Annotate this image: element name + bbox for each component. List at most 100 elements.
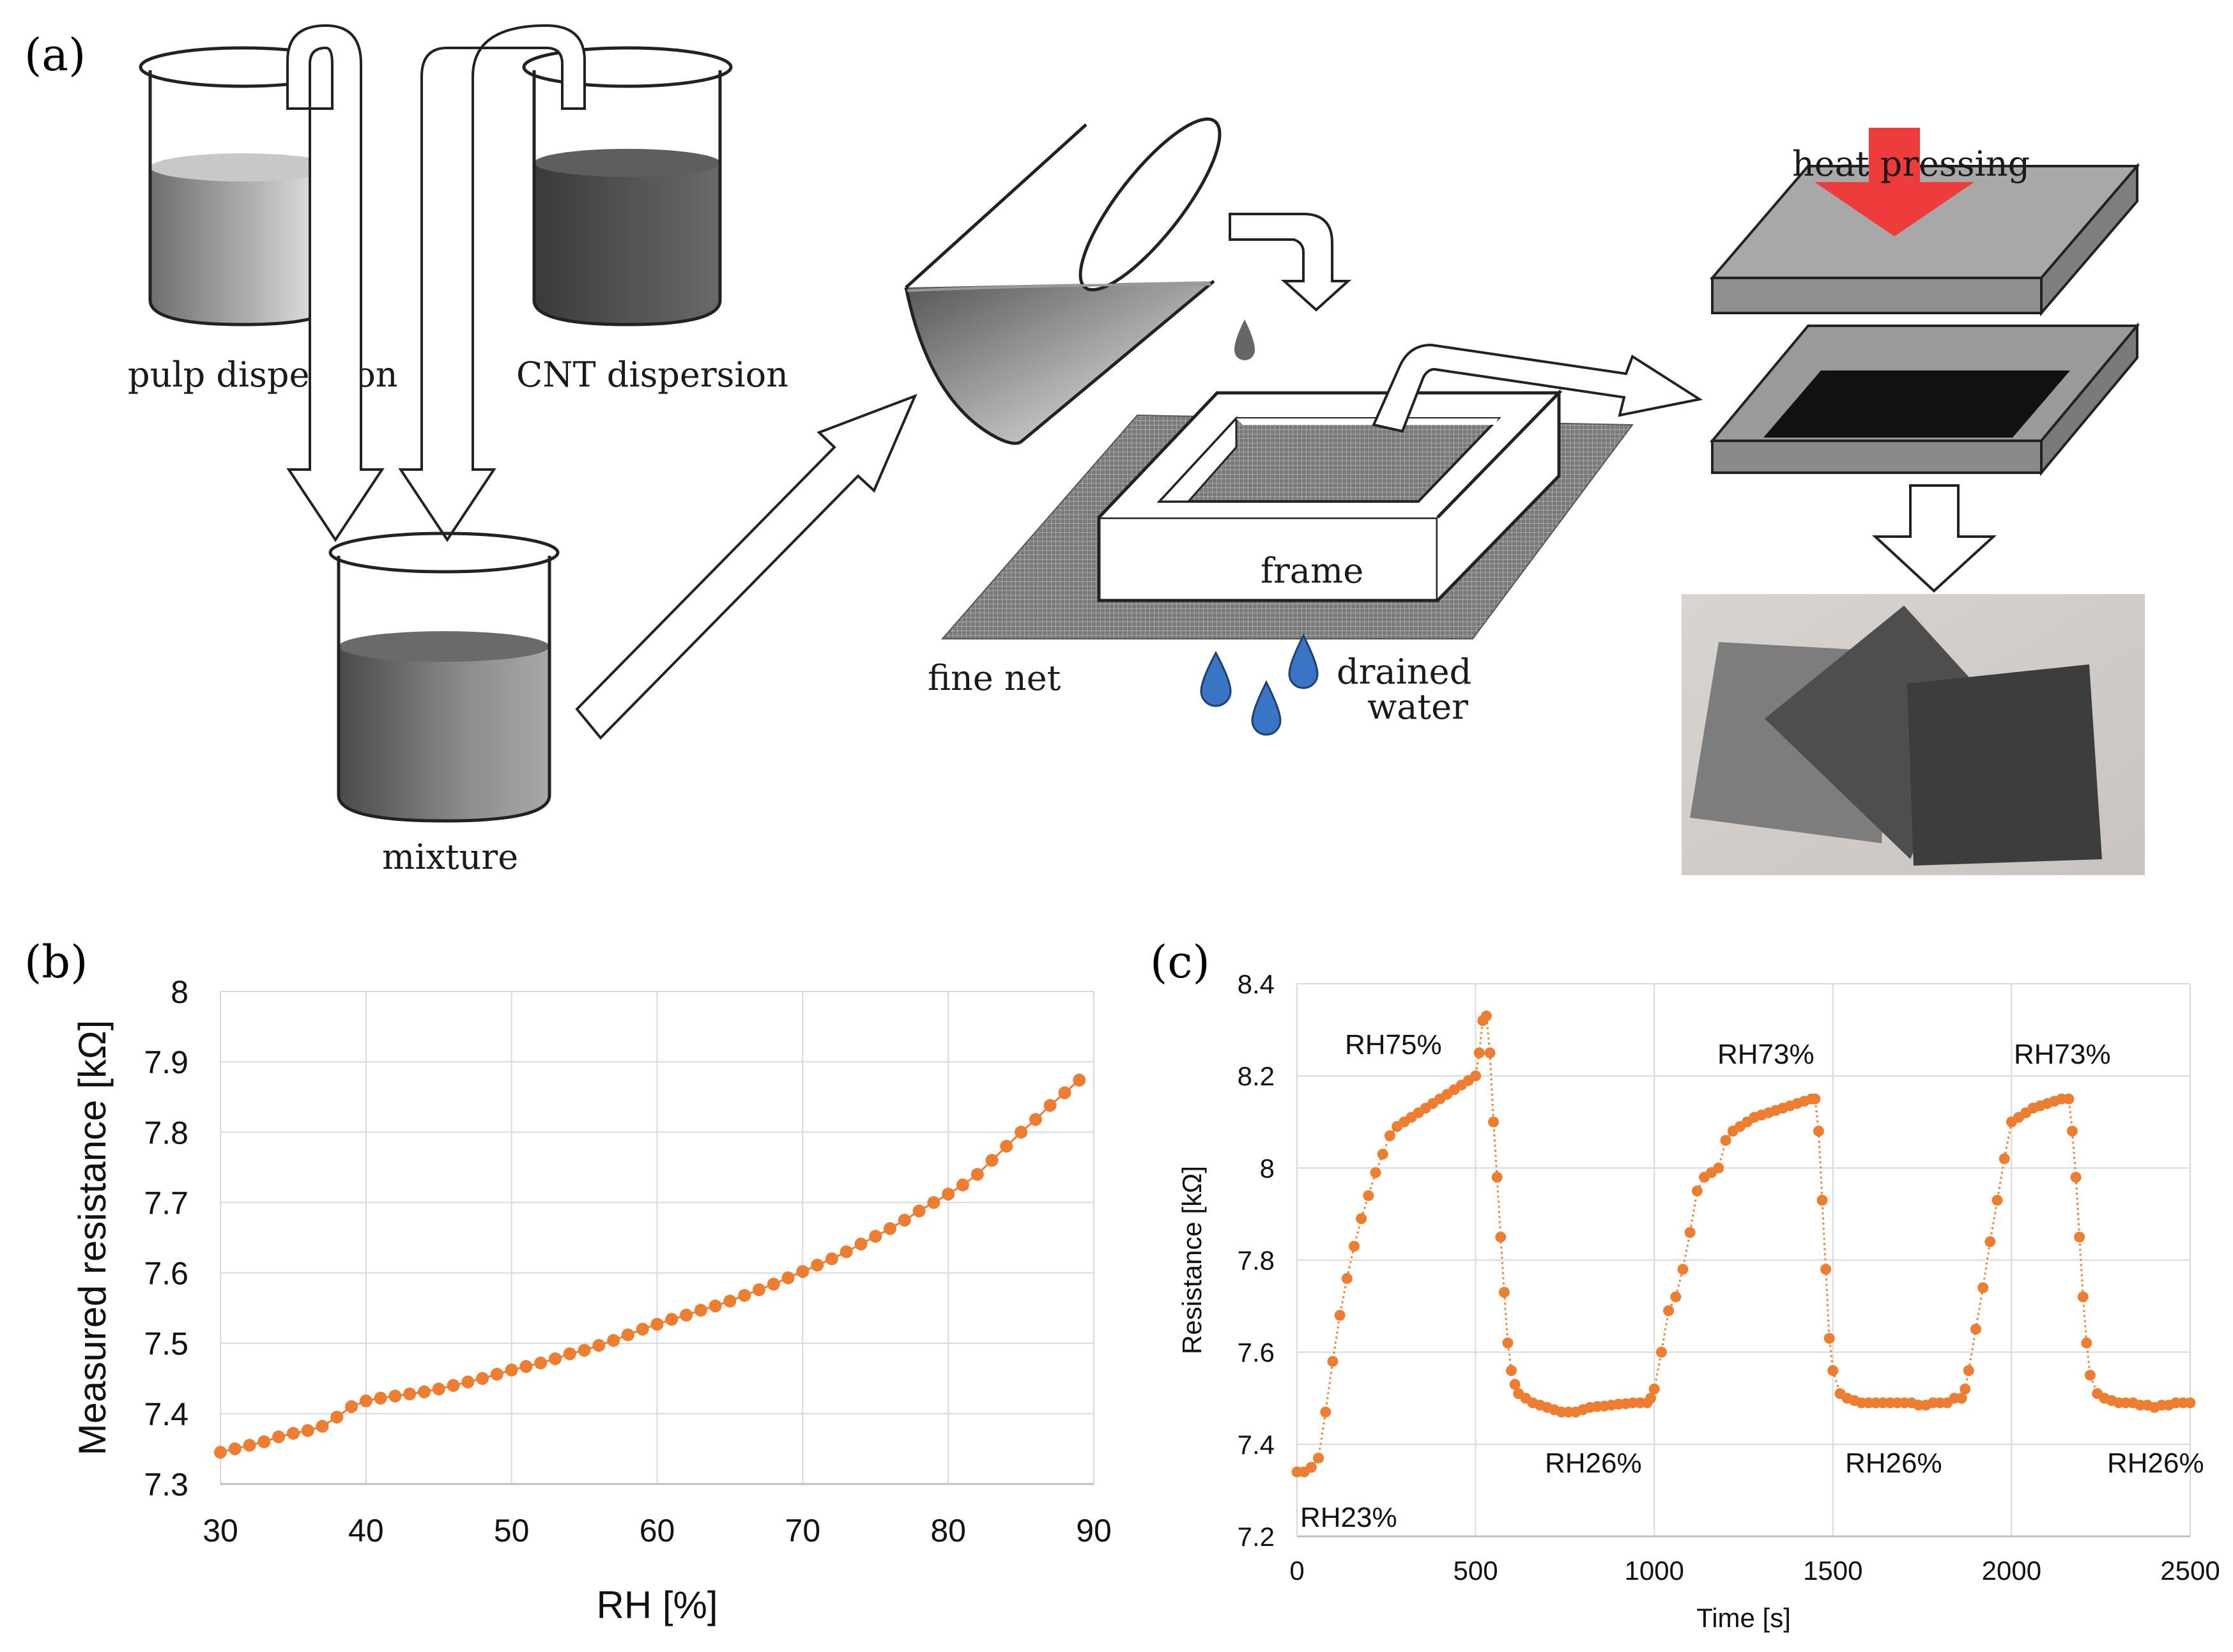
cnt-liquid [534, 163, 720, 325]
y-tick-label: 7.7 [144, 1185, 188, 1221]
label-drained: drained [1337, 652, 1471, 692]
data-point [767, 1278, 780, 1291]
data-point [912, 1204, 926, 1218]
data-point [825, 1252, 838, 1266]
data-point [694, 1303, 707, 1317]
data-point [1370, 1167, 1381, 1179]
data-point [578, 1343, 591, 1357]
y-tick-label: 7.2 [1238, 1522, 1275, 1552]
data-point [1506, 1365, 1517, 1376]
data-point [1645, 1393, 1657, 1404]
data-point [1341, 1273, 1353, 1284]
data-point [1334, 1310, 1346, 1321]
data-point [388, 1389, 402, 1403]
data-point [1684, 1227, 1696, 1238]
liquid-drop [1234, 319, 1255, 360]
data-point [1960, 1383, 1971, 1395]
label-cnt-dispersion: CNT dispersion [516, 355, 788, 395]
data-point [461, 1375, 475, 1389]
frame [1097, 388, 1563, 602]
label-fine-net: fine net [928, 658, 1061, 698]
data-point [519, 1360, 533, 1373]
data-point [811, 1258, 824, 1272]
data-point [854, 1237, 868, 1251]
data-point [956, 1178, 969, 1191]
pulp-liquid-surface [150, 153, 335, 181]
y-tick-label: 7.6 [144, 1256, 188, 1292]
data-point [563, 1347, 576, 1361]
panel-label-a: (a) [24, 29, 86, 81]
data-point [1984, 1236, 1996, 1248]
data-point [1663, 1305, 1675, 1317]
data-point [1670, 1291, 1682, 1303]
data-point [1502, 1337, 1514, 1349]
data-point [680, 1308, 693, 1322]
data-point [738, 1289, 751, 1302]
data-point [1991, 1195, 2003, 1206]
data-point [1677, 1264, 1689, 1275]
data-point [490, 1368, 503, 1381]
data-point [257, 1435, 271, 1448]
data-point [2070, 1172, 2082, 1183]
data-point [214, 1446, 227, 1459]
data-point [1000, 1140, 1013, 1153]
data-point [840, 1245, 853, 1258]
data-point [2084, 1370, 2096, 1381]
data-point [1363, 1190, 1374, 1202]
data-point [549, 1352, 562, 1365]
data-point [1470, 1070, 1482, 1082]
data-point [636, 1322, 649, 1336]
sheet-3 [1907, 664, 2102, 866]
data-point [752, 1283, 765, 1297]
x-tick-label: 40 [348, 1513, 384, 1549]
data-point [1356, 1213, 1367, 1225]
data-point [723, 1294, 737, 1308]
data-point [374, 1391, 387, 1405]
data-point [665, 1313, 679, 1326]
photo-sheets [1682, 594, 2145, 875]
data-point [1480, 1010, 1492, 1021]
data-point [243, 1439, 256, 1452]
mixture-liquid [339, 646, 549, 821]
series-line [1297, 1013, 2190, 1473]
annotation-label: RH26% [2107, 1448, 2204, 1479]
data-point [1509, 1379, 1521, 1390]
beaker-pulp [139, 46, 347, 326]
data-point [709, 1299, 722, 1313]
data-point [1813, 1126, 1824, 1137]
x-tick-label: 1000 [1624, 1556, 1684, 1586]
data-point [1058, 1086, 1071, 1099]
label-frame: frame [1261, 551, 1363, 591]
y-tick-label: 7.8 [144, 1115, 188, 1151]
data-point [1655, 1347, 1667, 1358]
arrow-mixture-to-pour [575, 394, 917, 740]
data-point [1491, 1172, 1503, 1183]
data-point [1320, 1406, 1331, 1418]
data-point [316, 1419, 329, 1433]
data-point [1377, 1149, 1388, 1160]
data-point [2184, 1397, 2196, 1409]
cnt-liquid-surface [534, 149, 721, 177]
y-tick-label: 7.9 [144, 1044, 188, 1080]
data-point [2074, 1231, 2085, 1243]
data-point [1473, 1047, 1485, 1059]
data-point [1073, 1073, 1086, 1087]
press-arrow [1815, 128, 1974, 236]
data-point [884, 1222, 897, 1235]
data-point [942, 1188, 955, 1201]
x-tick-label: 30 [203, 1513, 238, 1549]
data-point [2077, 1291, 2089, 1303]
data-point [592, 1339, 606, 1352]
y-tick-label: 7.3 [144, 1467, 188, 1503]
arrow-pour-down [1229, 213, 1352, 312]
y-tick-label: 7.4 [144, 1396, 188, 1432]
y-tick-label: 8 [171, 974, 188, 1010]
data-point [330, 1411, 344, 1424]
label-heat-pressing: heat pressing [1792, 144, 2030, 184]
data-point [534, 1356, 548, 1370]
annotation-label: RH73% [2014, 1039, 2111, 1070]
data-point [607, 1334, 620, 1347]
x-tick-label: 0 [1289, 1556, 1304, 1586]
